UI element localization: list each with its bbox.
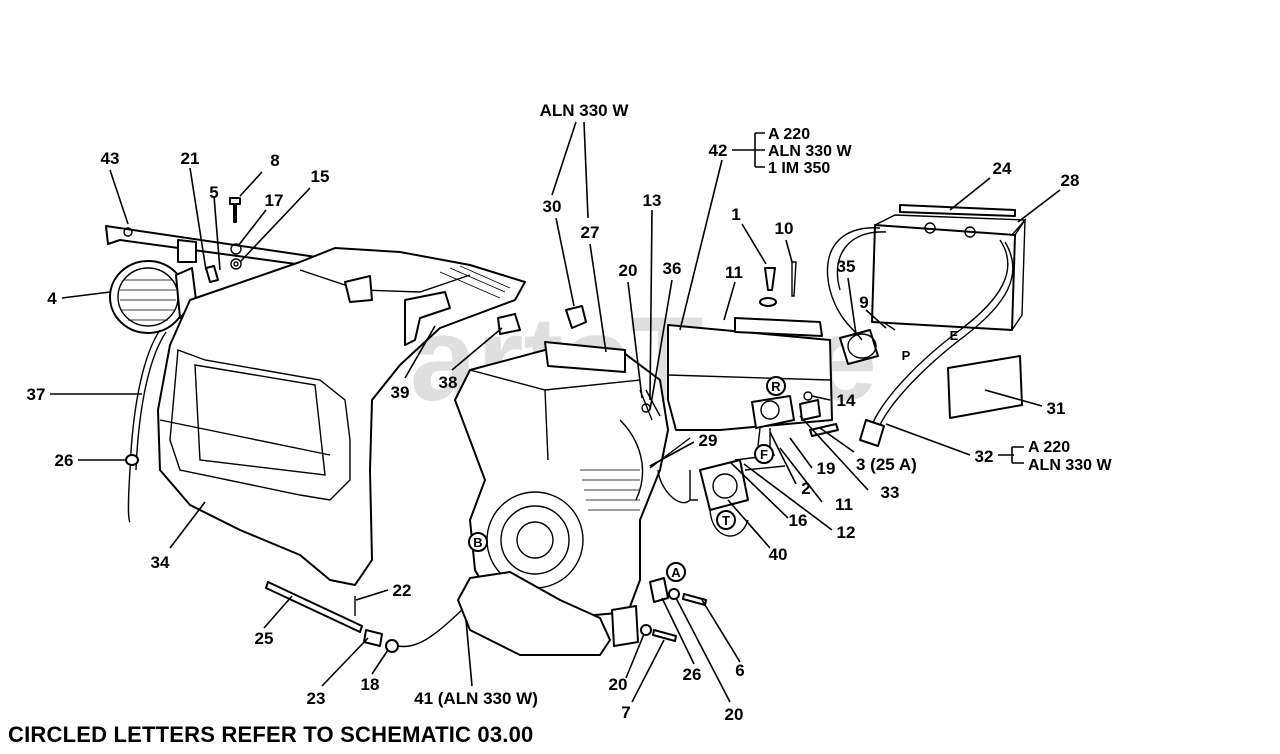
callout-19: 19 xyxy=(817,459,836,478)
callout-42: 42 xyxy=(709,141,728,160)
callout-34: 34 xyxy=(151,553,170,572)
callout-43: 43 xyxy=(101,149,120,168)
callout-labels: 43 21 5 8 17 15 4 37 26 34 39 38 ALN 330… xyxy=(27,101,1113,724)
group42-model-1: A 220 xyxy=(768,126,810,143)
model-label-top: ALN 330 W xyxy=(540,101,630,120)
callout-1: 1 xyxy=(731,205,740,224)
relay-part xyxy=(839,319,896,365)
callout-18: 18 xyxy=(361,675,380,694)
schematic-letters: B A T F R P E xyxy=(468,328,959,582)
callout-37: 37 xyxy=(27,385,46,404)
group32-model-2: ALN 330 W xyxy=(1028,457,1112,474)
letter-p: P xyxy=(902,348,911,363)
callout-12: 12 xyxy=(837,523,856,542)
callout-9: 9 xyxy=(859,293,868,312)
callout-20-top: 20 xyxy=(619,261,638,280)
callout-10: 10 xyxy=(775,219,794,238)
group42-model-3: 1 IM 350 xyxy=(768,160,830,177)
schematic-reference-note: CIRCLED LETTERS REFER TO SCHEMATIC 03.00 xyxy=(8,722,534,747)
callout-3: 3 (25 A) xyxy=(856,455,917,474)
callout-5: 5 xyxy=(209,183,218,202)
engine-bolts xyxy=(640,577,707,642)
callout-11-top: 11 xyxy=(725,263,743,282)
callout-22: 22 xyxy=(393,581,412,600)
callout-26-left: 26 xyxy=(55,451,74,470)
letter-b: B xyxy=(473,535,482,550)
callout-24: 24 xyxy=(993,159,1012,178)
battery-cables xyxy=(826,227,1014,447)
rod-and-pins xyxy=(265,581,463,653)
callout-17: 17 xyxy=(265,191,284,210)
callout-15: 15 xyxy=(311,167,330,186)
callout-36: 36 xyxy=(663,259,682,278)
callout-23: 23 xyxy=(307,689,326,708)
callout-4: 4 xyxy=(47,289,57,308)
small-fasteners xyxy=(205,197,242,283)
callout-16: 16 xyxy=(789,511,808,530)
insulator-plate-part xyxy=(947,355,1023,419)
callout-2: 2 xyxy=(801,479,810,498)
callout-20-lower-left: 20 xyxy=(609,675,628,694)
callout-35: 35 xyxy=(837,257,856,276)
part-drawings xyxy=(105,197,1027,656)
callout-21: 21 xyxy=(181,149,200,168)
callout-6: 6 xyxy=(735,661,744,680)
callout-38: 38 xyxy=(439,373,458,392)
callout-11-lower: 11 xyxy=(835,495,853,514)
letter-a: A xyxy=(671,565,681,580)
callout-26-lower: 26 xyxy=(683,665,702,684)
group42-model-2: ALN 330 W xyxy=(768,143,852,160)
callout-20-lower-right: 20 xyxy=(725,705,744,724)
callout-32: 32 xyxy=(975,447,994,466)
callout-7: 7 xyxy=(621,703,630,722)
exhaust-shield-part xyxy=(457,571,639,656)
callout-39: 39 xyxy=(391,383,410,402)
callout-31: 31 xyxy=(1047,399,1066,418)
letter-f: F xyxy=(760,447,768,462)
callout-28: 28 xyxy=(1061,171,1080,190)
letter-r: R xyxy=(771,379,781,394)
callout-14: 14 xyxy=(837,391,856,410)
callout-27: 27 xyxy=(581,223,600,242)
cable-harness-left xyxy=(125,329,167,523)
callout-33: 33 xyxy=(881,483,900,502)
callout-40: 40 xyxy=(769,545,788,564)
callout-41: 41 (ALN 330 W) xyxy=(414,689,538,708)
battery-part xyxy=(871,204,1027,331)
letter-e: E xyxy=(950,328,959,343)
hood-brackets xyxy=(344,275,521,346)
hood-shell-part xyxy=(157,247,526,586)
callout-29: 29 xyxy=(699,431,718,450)
group32-model-1: A 220 xyxy=(1028,439,1070,456)
leader-lines xyxy=(50,121,1061,703)
callout-8: 8 xyxy=(270,151,279,170)
callout-25: 25 xyxy=(255,629,274,648)
callout-13: 13 xyxy=(643,191,662,210)
callout-30: 30 xyxy=(543,197,562,216)
letter-t: T xyxy=(722,513,730,528)
